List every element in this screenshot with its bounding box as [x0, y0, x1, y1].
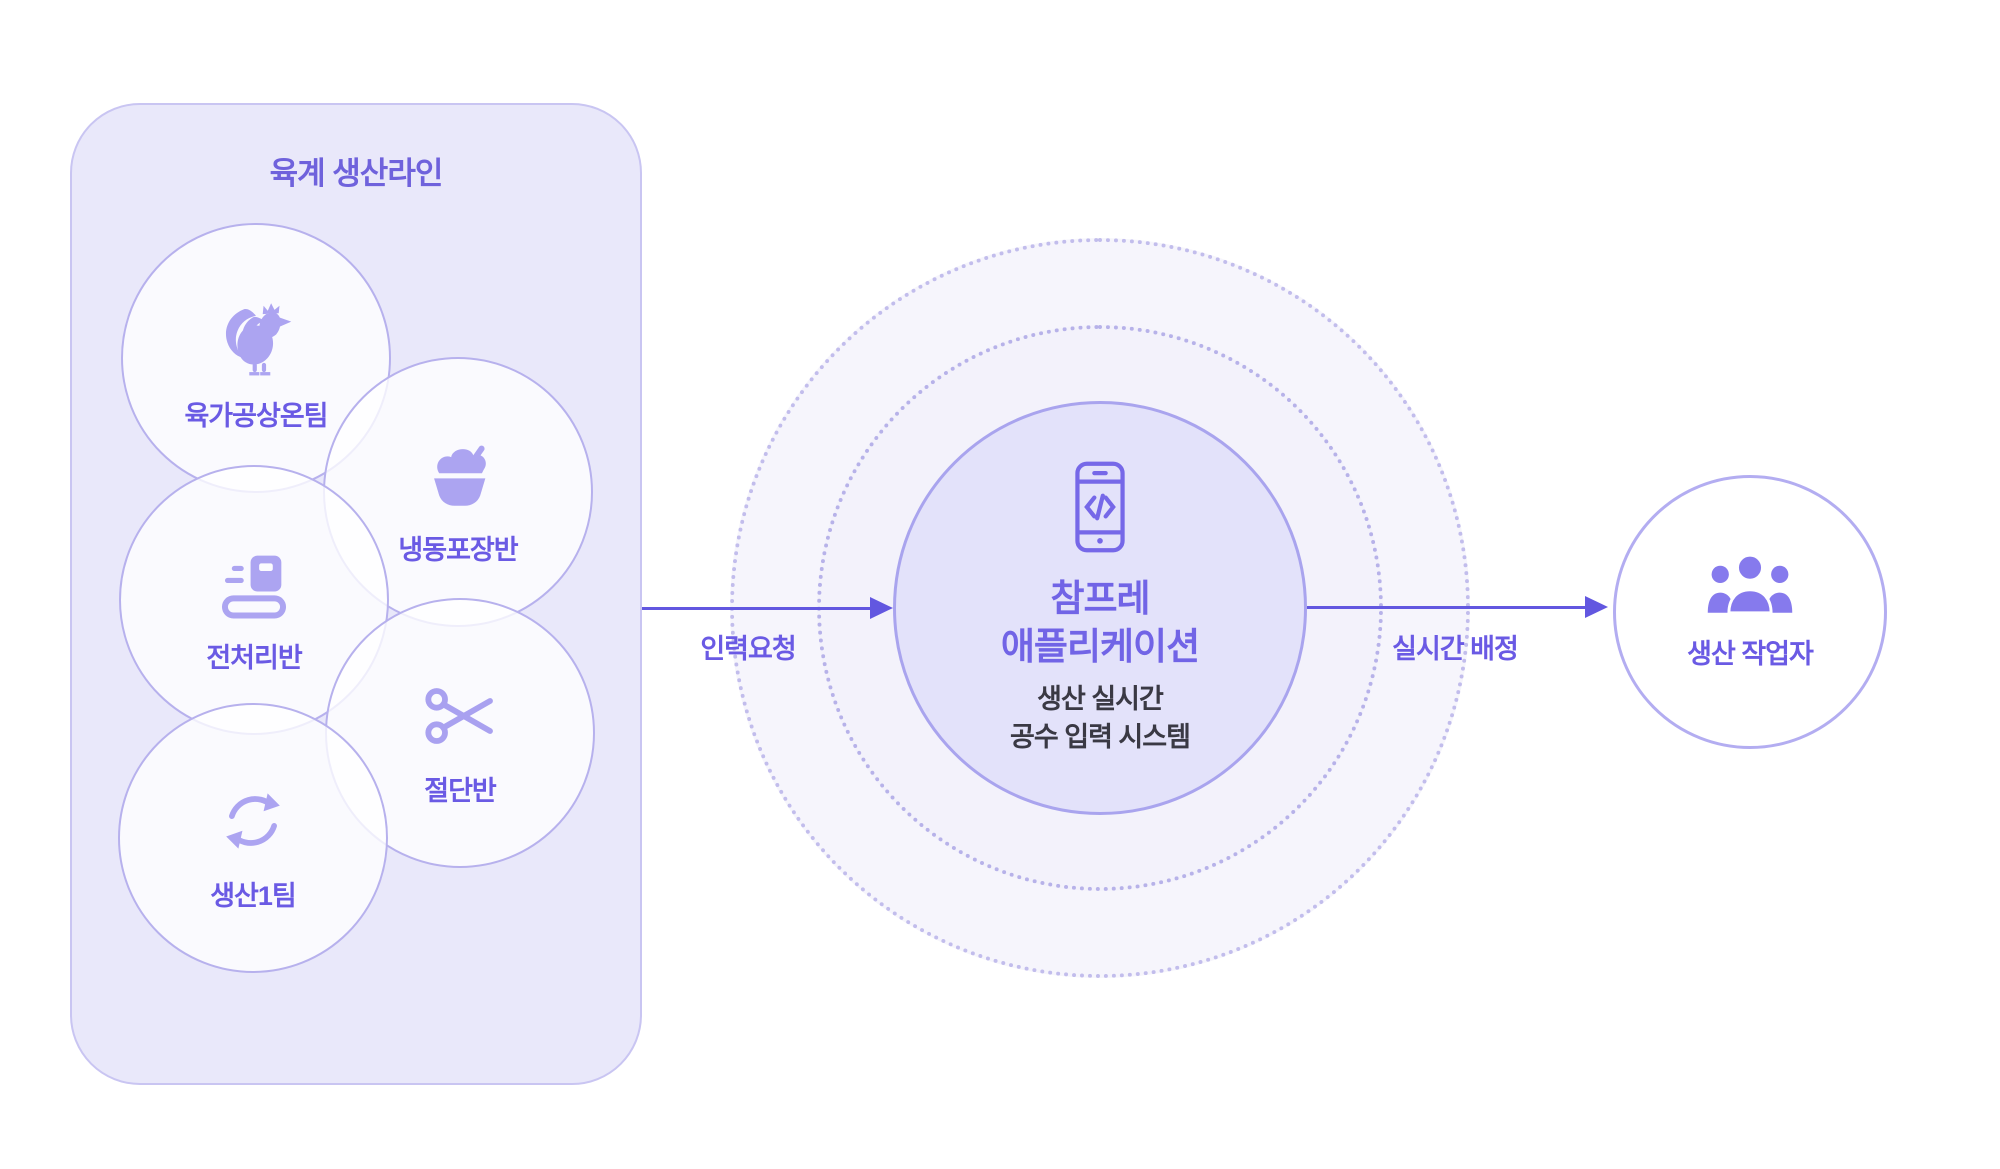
- hub-title-line2: 애플리케이션: [1000, 625, 1200, 667]
- people-group-icon: [1702, 553, 1798, 620]
- team-circle-production-1: 생산1팀: [118, 703, 388, 973]
- team-label: 생산1팀: [210, 880, 297, 911]
- arrow-realtime-assignment-head: [1585, 596, 1608, 618]
- worker-circle: 생산 작업자: [1613, 475, 1887, 749]
- team-label: 절단반: [424, 775, 497, 806]
- team-label: 냉동포장반: [398, 534, 518, 565]
- arrow-manpower-request-head: [870, 597, 893, 619]
- shaved-ice-bowl-icon: [417, 432, 499, 518]
- hub-subtitle: 생산 실시간 공수 입력 시스템: [1010, 681, 1191, 757]
- team-label: 육가공상온팀: [184, 400, 328, 431]
- application-hub-circle: 참프레 애플리케이션 생산 실시간 공수 입력 시스템: [893, 401, 1307, 815]
- worker-label: 생산 작업자: [1687, 639, 1814, 669]
- sync-icon: [214, 778, 292, 864]
- hub-title: 참프레 애플리케이션: [1000, 575, 1200, 671]
- team-label: 전처리반: [206, 642, 302, 673]
- arrow-realtime-assignment: [1307, 606, 1586, 609]
- hub-title-line1: 참프레: [1050, 577, 1150, 619]
- hub-subtitle-line1: 생산 실시간: [1037, 683, 1164, 714]
- hub-subtitle-line2: 공수 입력 시스템: [1010, 721, 1191, 752]
- team-circle-meat-processing: 육가공상온팀: [121, 223, 391, 493]
- flow-label-manpower-request: 인력요청: [700, 634, 796, 664]
- scissors-icon: [420, 673, 500, 759]
- conveyor-box-icon: [213, 540, 295, 626]
- flow-label-realtime-assignment: 실시간 배정: [1392, 634, 1519, 664]
- panel-title: 육계 생산라인: [269, 156, 444, 191]
- rooster-icon: [214, 298, 298, 384]
- arrow-manpower-request: [642, 607, 871, 610]
- team-circle-preprocessing: 전처리반: [119, 465, 389, 735]
- smartphone-code-icon: [1071, 460, 1129, 559]
